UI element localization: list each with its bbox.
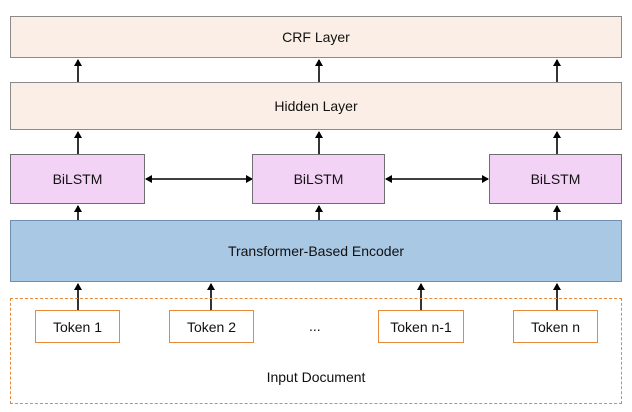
bilstm-node-3: BiLSTM	[489, 154, 622, 204]
bilstm-label: BiLSTM	[293, 171, 344, 187]
bilstm-label: BiLSTM	[52, 171, 103, 187]
token-1: Token 1	[35, 310, 120, 343]
crf-layer: CRF Layer	[10, 16, 622, 58]
token-label: Token n-1	[390, 318, 452, 335]
encoder-label: Transformer-Based Encoder	[227, 243, 405, 259]
bilstm-label: BiLSTM	[530, 171, 581, 187]
token-n: Token n	[513, 310, 598, 343]
bilstm-node-2: BiLSTM	[252, 154, 385, 204]
token-label: Token n	[530, 318, 581, 335]
hidden-layer: Hidden Layer	[10, 82, 622, 130]
token-n-minus-1: Token n-1	[378, 310, 464, 343]
token-2: Token 2	[169, 310, 254, 343]
token-label: Token 2	[186, 318, 237, 335]
input-document-label: Input Document	[266, 369, 366, 385]
token-label: Token 1	[52, 318, 103, 335]
input-document-region	[10, 298, 622, 404]
hidden-layer-label: Hidden Layer	[274, 98, 358, 114]
token-ellipsis: ...	[309, 318, 321, 334]
bilstm-node-1: BiLSTM	[10, 154, 145, 204]
transformer-encoder: Transformer-Based Encoder	[10, 220, 622, 282]
crf-layer-label: CRF Layer	[282, 29, 350, 45]
